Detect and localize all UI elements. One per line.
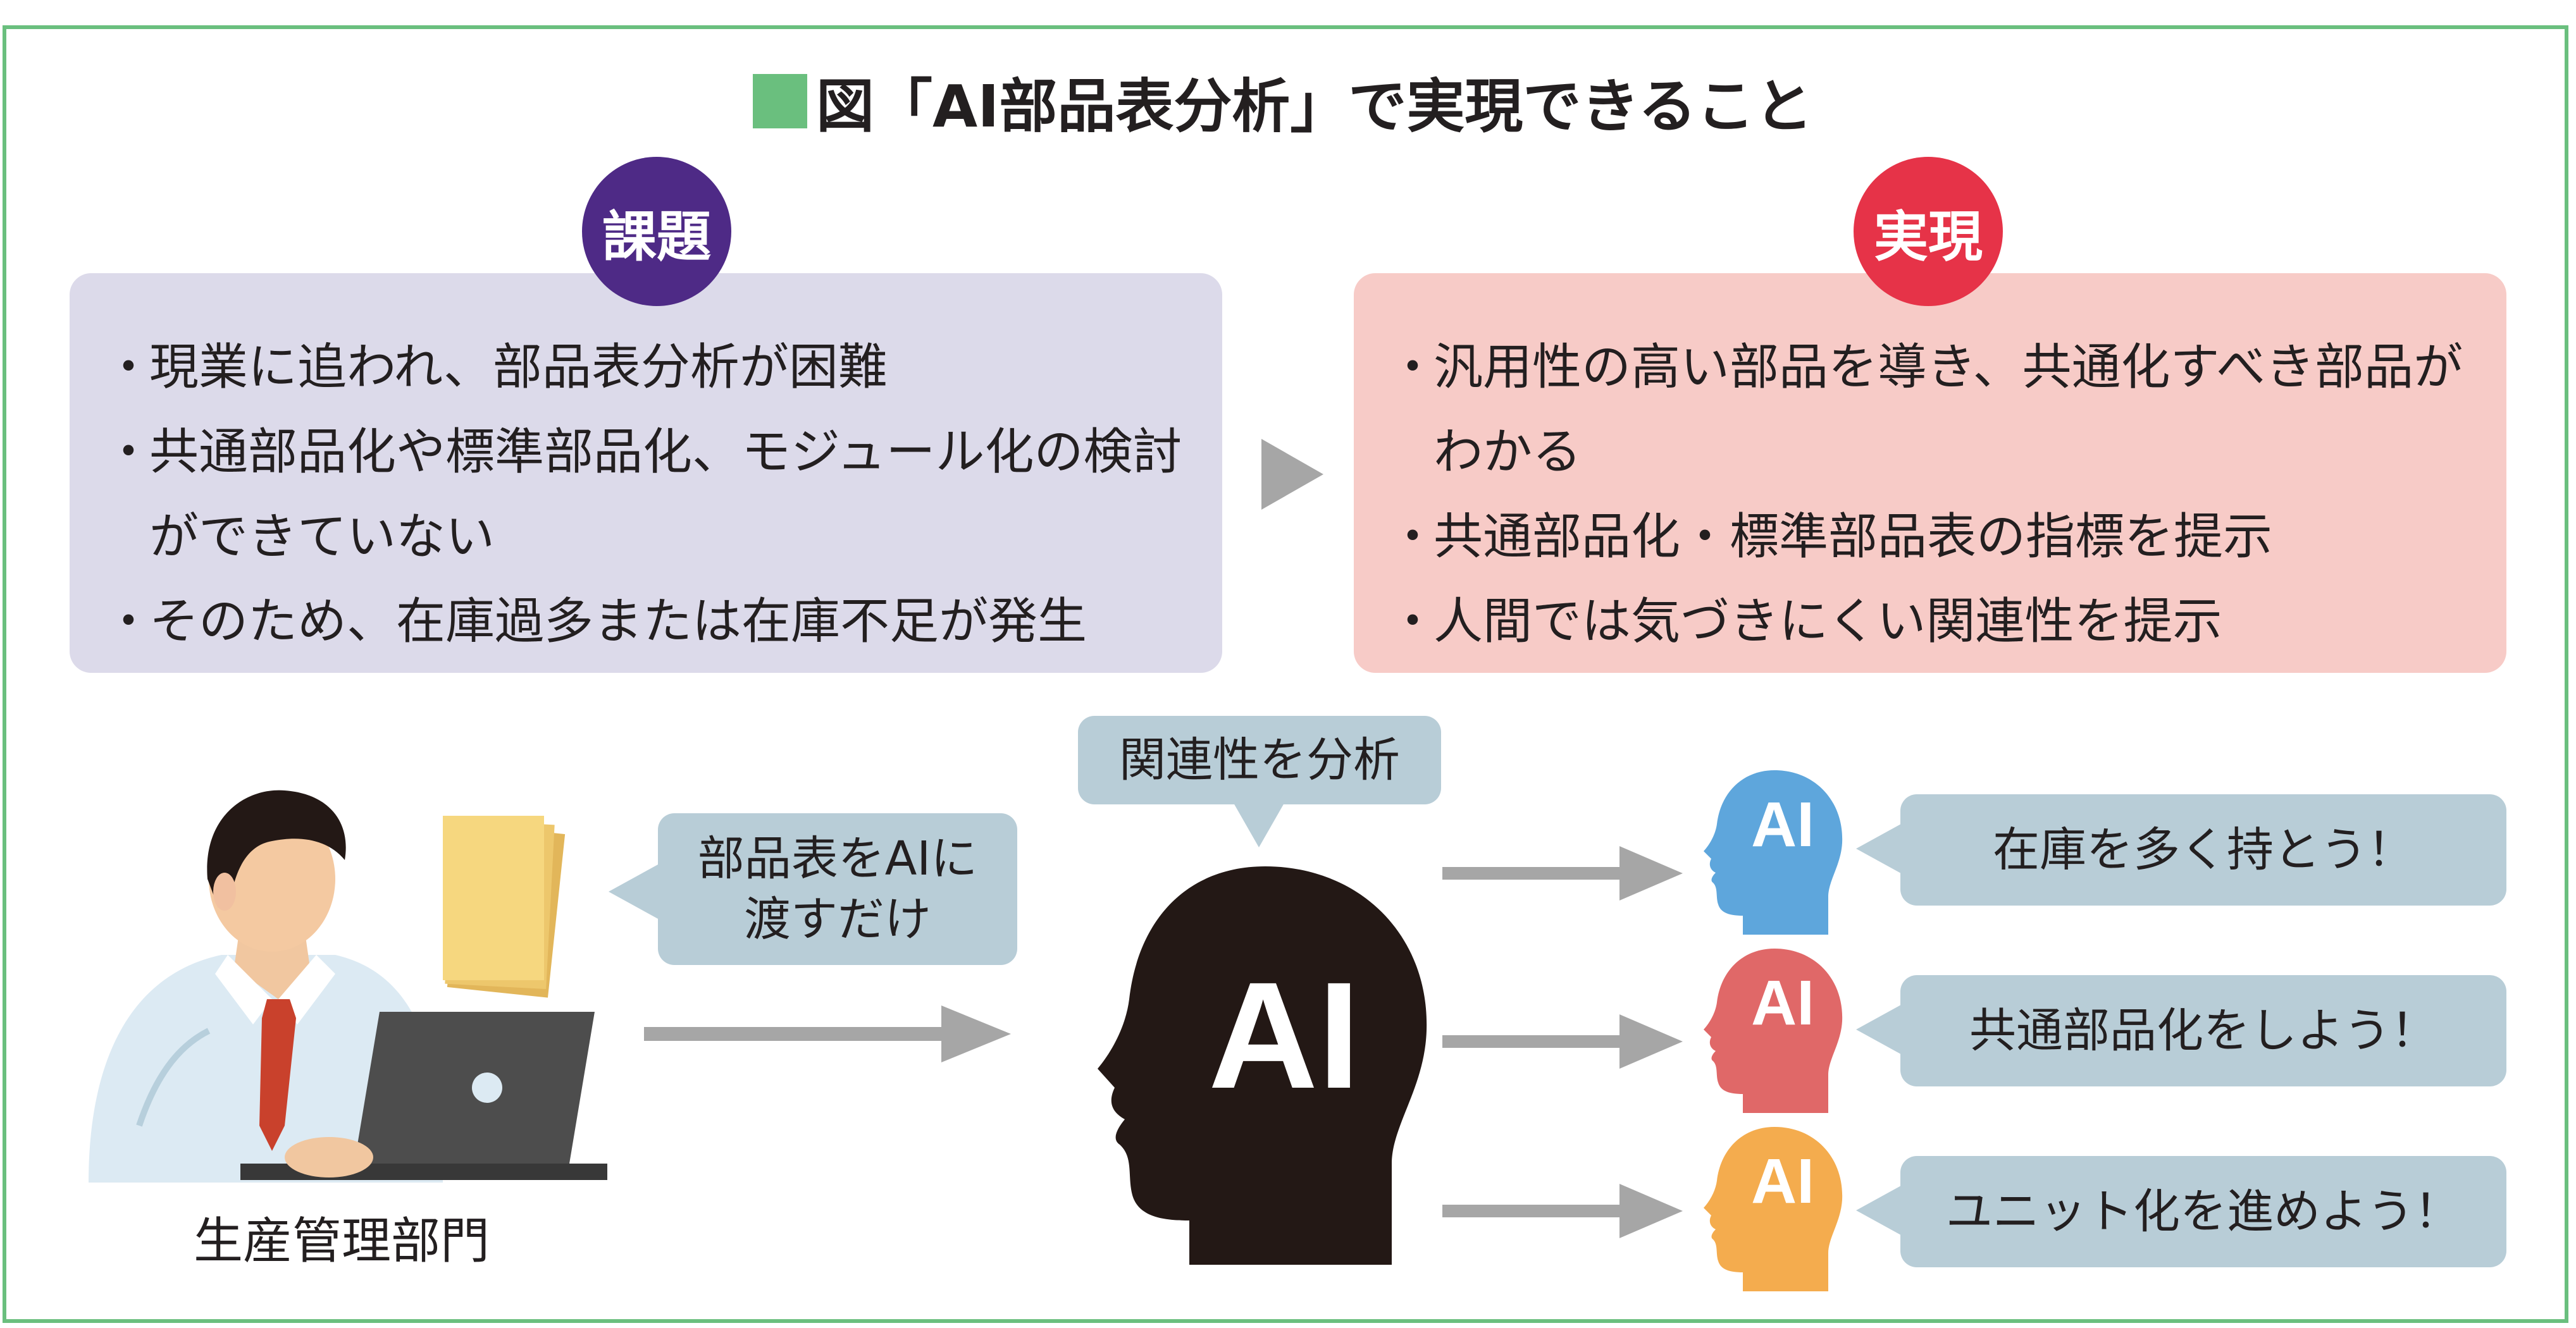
department-bubble-line2: 渡すだけ [744,892,931,947]
challenge-item-text: 共通部品化や標準部品化、モジュール化の検討ができていない [149,424,1182,565]
ai-head-blue-icon: AI [1704,770,1843,935]
ai-head-orange-label: AI [1751,1146,1814,1217]
result-item-text: 人間では気づきにくい関連性を提示 [1434,593,2222,650]
output-message: 共通部品化をしよう！ [1969,1004,2437,1058]
ai-head-red-label: AI [1751,968,1814,1038]
result-item: 共通部品化・標準部品表の指標を提示 [1388,495,2475,579]
output-bubble-unit: ユニット化を進めよう！ [1900,1156,2506,1267]
output-arrow-icon [1442,846,1683,901]
transition-arrow-icon [1261,439,1323,510]
output-bubble-tail [1856,1002,1907,1057]
challenge-item-text: 現業に追われ、部品表分析が困難 [149,339,888,396]
title-square-icon [753,74,807,128]
department-label: 生産管理部門 [193,1213,490,1270]
result-item-text: 汎用性の高い部品を導き、共通化すべき部品がわかる [1434,339,2463,481]
ai-analysis-bubble-tail [1234,803,1284,847]
figure-title-text: 図「AI部品表分析」で実現できること [816,72,1813,140]
department-bubble: 部品表をAIに 渡すだけ [658,813,1017,965]
department-bubble-tail [609,864,659,919]
office-worker-illustration [89,790,607,1183]
result-box: 汎用性の高い部品を導き、共通化すべき部品がわかる 共通部品化・標準部品表の指標を… [1354,273,2506,673]
challenge-badge-label: 課題 [602,205,711,269]
result-item: 汎用性の高い部品を導き、共通化すべき部品がわかる [1388,325,2484,495]
result-item: 人間では気づきにくい関連性を提示 [1388,579,2475,664]
challenge-box: 現業に追われ、部品表分析が困難 共通部品化や標準部品化、モジュール化の検討ができ… [70,273,1222,673]
output-message: 在庫を多く持とう！ [1993,823,2414,877]
challenge-item: 共通部品化や標準部品化、モジュール化の検討ができていない [104,410,1199,579]
result-item-text: 共通部品化・標準部品表の指標を提示 [1434,508,2273,565]
ai-head-red-icon: AI [1704,949,1843,1113]
ai-head-orange-icon: AI [1704,1127,1843,1291]
input-arrow-icon [644,1005,1011,1062]
challenge-item: 現業に追われ、部品表分析が困難 [104,325,1191,410]
output-arrow-icon [1442,1014,1683,1069]
department-bubble-line1: 部品表をAIに [697,832,978,886]
figure-frame [3,25,2568,1323]
ai-head-label: AI [1208,950,1360,1120]
ai-head-icon: AI [1098,866,1427,1265]
output-bubble-common-parts: 共通部品化をしよう！ [1900,975,2506,1086]
documents-icon [443,816,566,998]
result-badge: 実現 [1854,157,2003,306]
result-badge-label: 実現 [1874,205,1983,269]
ai-analysis-bubble-text: 関連性を分析 [1119,733,1400,787]
challenge-badge: 課題 [582,157,731,306]
figure-title: 図「AI部品表分析」で実現できること [753,63,1813,140]
output-bubble-stock: 在庫を多く持とう！ [1900,794,2506,906]
ai-head-blue-label: AI [1751,789,1814,860]
challenge-item: そのため、在庫過多または在庫不足が発生 [104,579,1191,664]
ai-analysis-bubble: 関連性を分析 [1078,716,1441,804]
output-bubble-tail [1856,821,1907,876]
output-bubble-tail [1856,1183,1907,1238]
output-message: ユニット化を進めよう！ [1946,1184,2461,1239]
challenge-item-text: そのため、在庫過多または在庫不足が発生 [149,593,1087,650]
output-arrow-icon [1442,1184,1683,1238]
